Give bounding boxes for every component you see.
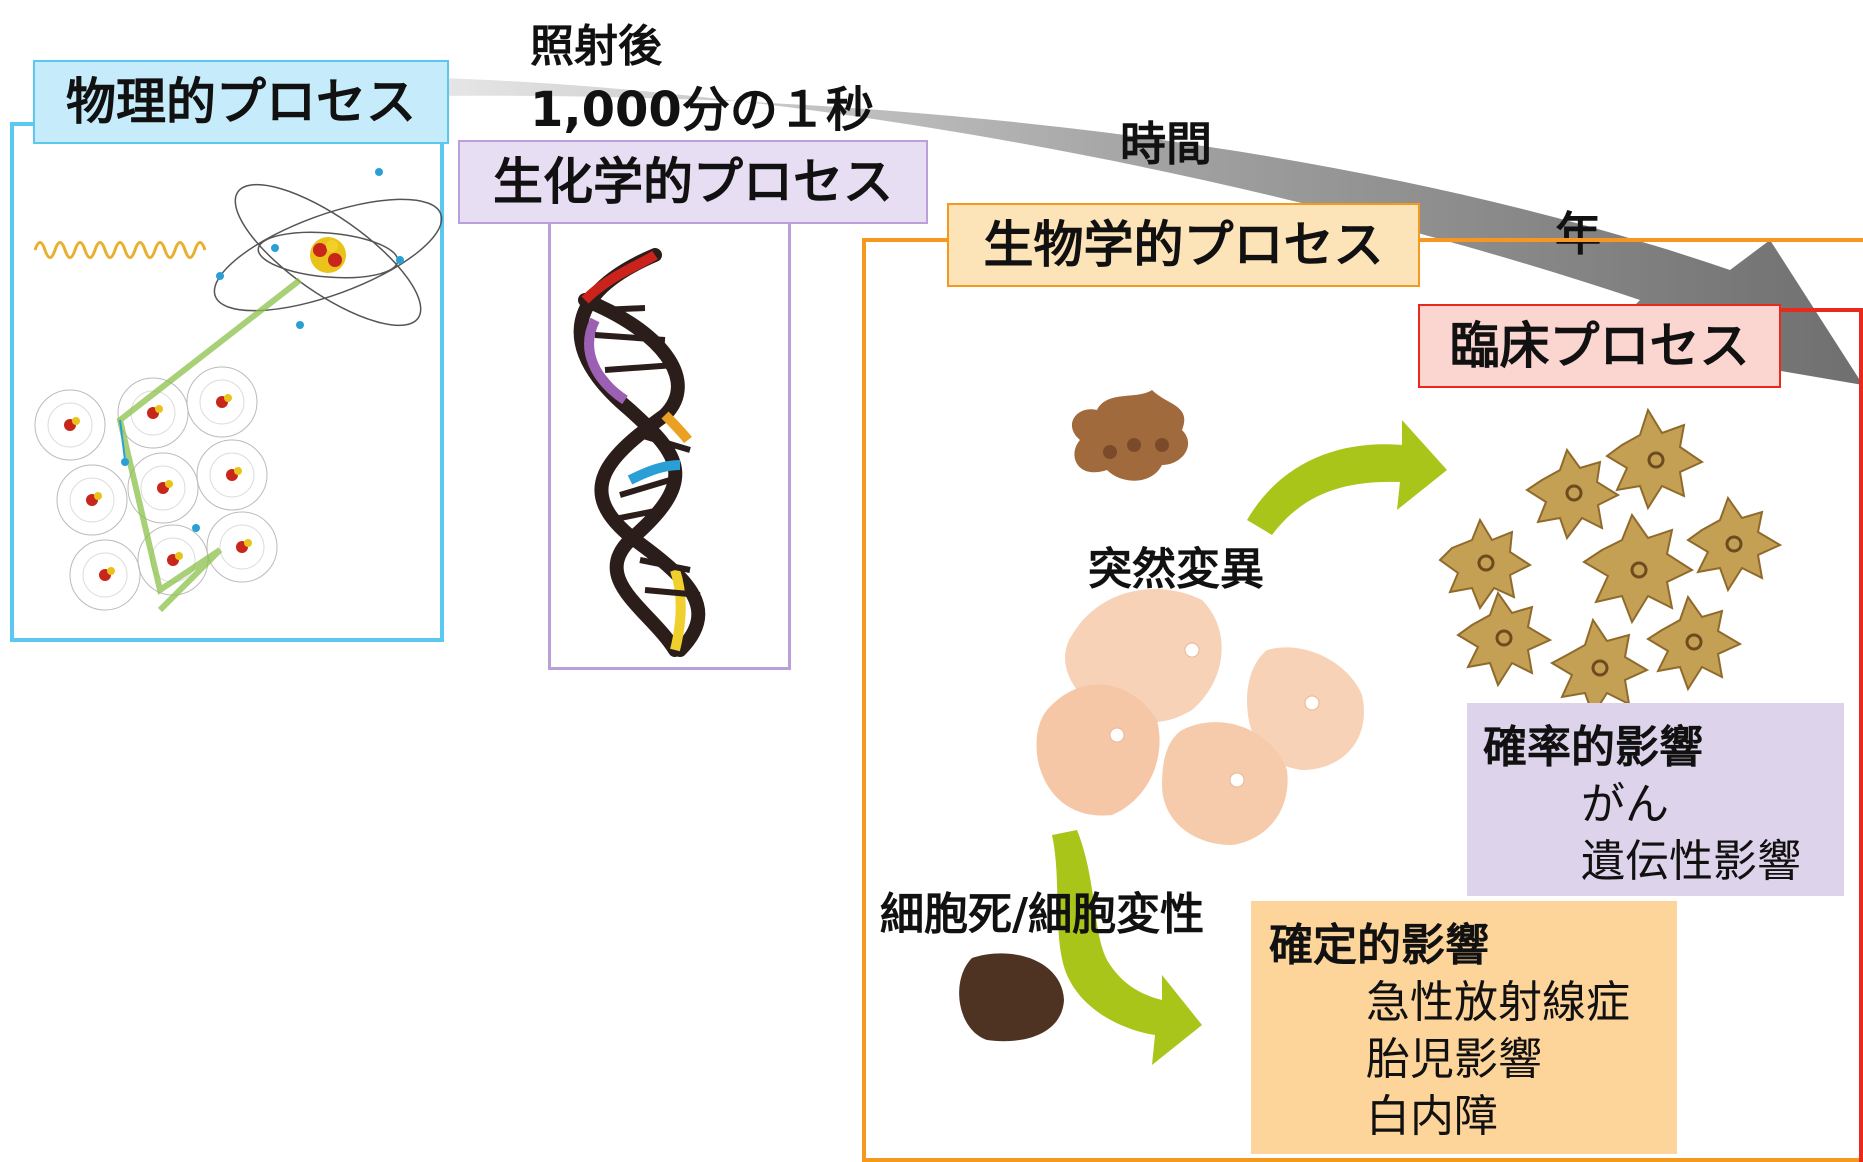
deterministic-effect-cataract: 白内障 [1366, 1091, 1498, 1142]
biochemical-process-frame [548, 222, 791, 670]
mutation-label: 突然変異 [1088, 544, 1264, 595]
after-irradiation-label: 照射後 [530, 21, 662, 72]
years-label: 年 [1555, 207, 1601, 261]
cell-illustrations [959, 390, 1783, 1065]
biological-frame-bottom-line [862, 1158, 1863, 1162]
millisecond-label: 1,000分の１秒 [530, 82, 874, 138]
deterministic-effects-title: 確定的影響 [1269, 920, 1489, 971]
stochastic-effect-hereditary: 遺伝性影響 [1581, 836, 1801, 887]
deterministic-effects-box: 確定的影響 急性放射線症 胎児影響 白内障 [1251, 901, 1677, 1154]
clinical-process-label: 臨床プロセス [1418, 304, 1781, 388]
deterministic-effect-fetal: 胎児影響 [1366, 1034, 1542, 1085]
stochastic-effects-box: 確率的影響 がん 遺伝性影響 [1467, 703, 1844, 896]
dna-illustration [573, 248, 706, 657]
biochemical-process-label: 生化学的プロセス [458, 140, 928, 224]
time-label: 時間 [1120, 117, 1212, 171]
biological-process-label: 生物学的プロセス [947, 203, 1420, 287]
physical-process-label: 物理的プロセス [33, 60, 449, 144]
physical-frame-top-line [10, 122, 35, 126]
physical-process-frame [10, 122, 444, 642]
cell-death-label: 細胞死/細胞変性 [880, 889, 1205, 940]
atom-illustration [33, 168, 443, 613]
clinical-process-frame [1780, 308, 1863, 1162]
stochastic-effect-cancer: がん [1581, 779, 1669, 830]
deterministic-effect-acute-radiation-syndrome: 急性放射線症 [1366, 977, 1630, 1028]
stochastic-effects-title: 確率的影響 [1483, 722, 1703, 773]
